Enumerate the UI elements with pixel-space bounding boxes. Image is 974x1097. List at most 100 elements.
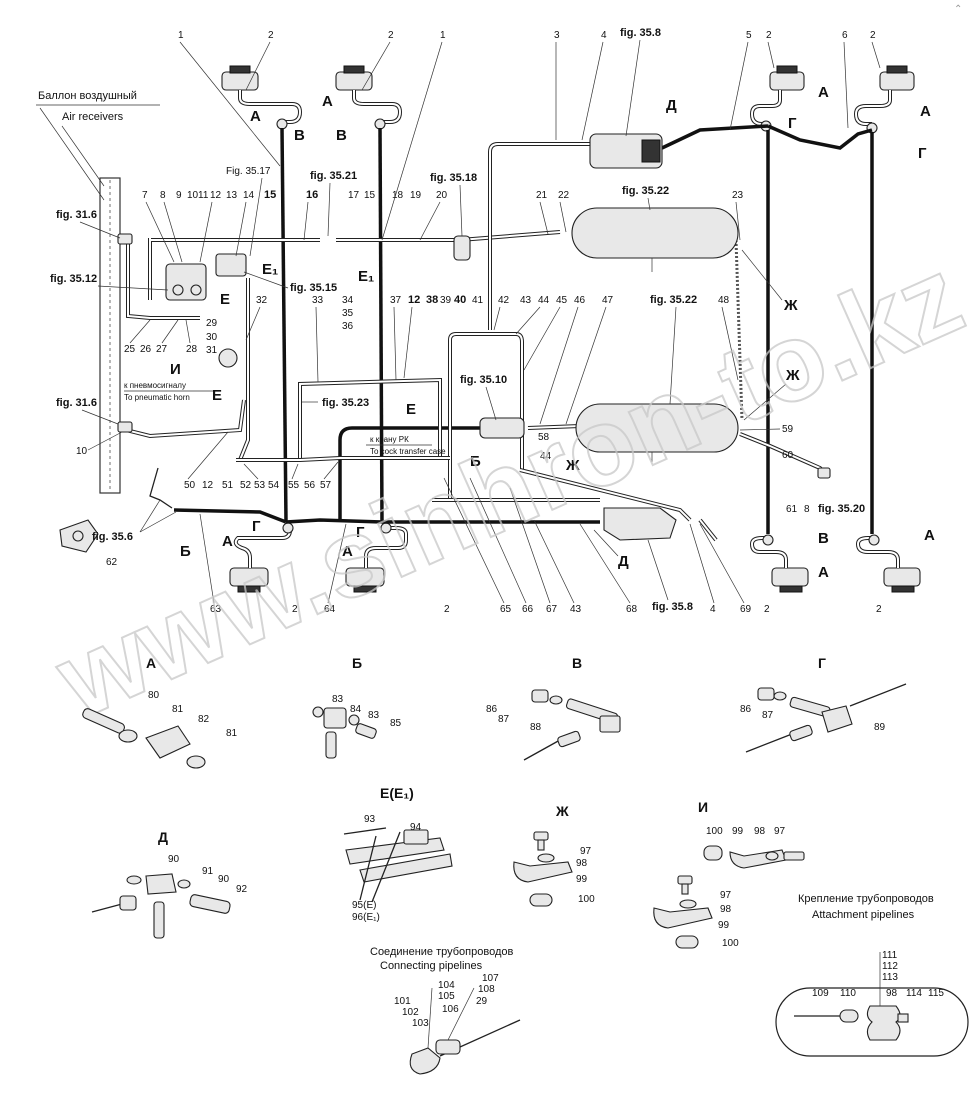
svg-text:93: 93 [364, 814, 376, 825]
brake-valve-left [165, 263, 207, 301]
svg-text:109: 109 [812, 988, 829, 999]
num-14: 14 [243, 190, 255, 201]
svg-text:111: 111 [882, 950, 898, 961]
svg-text:97: 97 [774, 826, 786, 837]
letter-a-3: А [818, 84, 829, 101]
brake-chamber-bottom-right-2 [855, 534, 921, 593]
fig-35-23: fig. 35.23 [322, 397, 369, 409]
num-42: 42 [498, 295, 510, 306]
num-top-6: 6 [842, 30, 848, 41]
svg-text:100: 100 [722, 938, 739, 949]
svg-text:90: 90 [218, 874, 230, 885]
num-45: 45 [556, 295, 568, 306]
num-67: 67 [546, 604, 558, 615]
pressure-gauge [218, 348, 238, 368]
letter-b-1: Б [470, 453, 481, 470]
cock-left-top [117, 233, 133, 245]
num-8b: 8 [804, 504, 810, 515]
svg-text:86: 86 [740, 704, 752, 715]
svg-text:103: 103 [412, 1018, 429, 1029]
num-39: 39 [440, 295, 452, 306]
svg-text:84: 84 [350, 704, 362, 715]
attachment-ru: Крепление трубопроводов [798, 893, 934, 905]
four-circuit-valve [479, 417, 525, 439]
num-57: 57 [320, 480, 332, 491]
num-53: 53 [254, 480, 266, 491]
num-44: 44 [538, 295, 550, 306]
rigid-pipe-network [125, 142, 828, 542]
num-top-5: 5 [746, 30, 752, 41]
letter-g-top-1: Г [788, 115, 797, 132]
num-22: 22 [558, 190, 570, 201]
pedal-bracket [149, 467, 173, 509]
num-54: 54 [268, 480, 280, 491]
num-2g: 2 [764, 604, 770, 615]
svg-text:105: 105 [438, 991, 455, 1002]
svg-text:97: 97 [580, 846, 592, 857]
detail-attachment: 109 110 111 112 113 98 114 115 [775, 950, 969, 1057]
num-12c: 12 [202, 480, 214, 491]
num-60: 60 [782, 450, 794, 461]
fig-31-6-bot: fig. 31.6 [56, 397, 97, 409]
num-top-1b: 1 [440, 30, 446, 41]
letter-g-top-2: Г [918, 145, 927, 162]
num-51: 51 [222, 480, 234, 491]
svg-text:И: И [698, 799, 708, 815]
svg-text:102: 102 [402, 1007, 419, 1018]
fig-31-6-top: fig. 31.6 [56, 209, 97, 221]
num-15a: 15 [264, 189, 276, 201]
transfer-ru: к крану РК [370, 435, 409, 444]
letter-e-3: Е [406, 401, 416, 418]
num-43: 43 [520, 295, 532, 306]
svg-text:100: 100 [706, 826, 723, 837]
corner-mark: ⌃ [954, 4, 962, 15]
detail-connecting: Соединение трубопроводов Connecting pipe… [370, 946, 521, 1075]
num-32: 32 [256, 295, 268, 306]
num-26: 26 [140, 344, 152, 355]
letter-a-1: А [250, 108, 261, 125]
num-top-2b: 2 [388, 30, 394, 41]
svg-text:114: 114 [906, 988, 922, 999]
fig-35-21: fig. 35.21 [310, 170, 357, 182]
letter-v-1: В [294, 127, 305, 144]
air-receivers-en: Air receivers [62, 111, 124, 123]
letter-a-6: А [342, 543, 353, 560]
num-66: 66 [522, 604, 534, 615]
svg-text:81: 81 [172, 704, 184, 715]
svg-text:98: 98 [720, 904, 732, 915]
svg-text:98: 98 [754, 826, 766, 837]
fig-35-15: fig. 35.15 [290, 282, 337, 294]
letter-a-2: А [322, 93, 333, 110]
svg-text:115: 115 [928, 988, 944, 999]
fig-35-20: fig. 35.20 [818, 503, 865, 515]
fig-35-22-top: fig. 35.22 [622, 185, 669, 197]
letter-a-4: А [920, 103, 931, 120]
num-top-2d: 2 [870, 30, 876, 41]
letter-d-top: Д [666, 97, 677, 114]
svg-text:108: 108 [478, 984, 495, 995]
connecting-en: Connecting pipelines [380, 960, 483, 972]
svg-text:Д: Д [158, 829, 168, 845]
letter-i: И [170, 361, 181, 378]
fig-35-22-mid: fig. 35.22 [650, 294, 697, 306]
svg-text:Ж: Ж [555, 803, 569, 819]
svg-text:106: 106 [442, 1004, 459, 1015]
num-41: 41 [472, 295, 484, 306]
detail-zh: Ж 97 98 99 100 [513, 803, 595, 907]
svg-text:98: 98 [886, 988, 898, 999]
letter-e-1: Е [220, 291, 230, 308]
svg-text:89: 89 [874, 722, 886, 733]
fig-35-12: fig. 35.12 [50, 273, 97, 285]
svg-text:87: 87 [498, 714, 510, 725]
num-40: 40 [454, 294, 466, 306]
brake-chamber-bottom-right-1 [749, 534, 809, 593]
num-4b: 4 [710, 604, 716, 615]
relay-valve-bottom [603, 507, 677, 541]
num-2e: 2 [292, 604, 298, 615]
svg-text:Е(Е₁): Е(Е₁) [380, 785, 414, 801]
num-69: 69 [740, 604, 752, 615]
num-12: 12 [210, 190, 222, 201]
num-59: 59 [782, 424, 794, 435]
moisture-separator [453, 235, 471, 261]
svg-text:29: 29 [476, 996, 488, 1007]
